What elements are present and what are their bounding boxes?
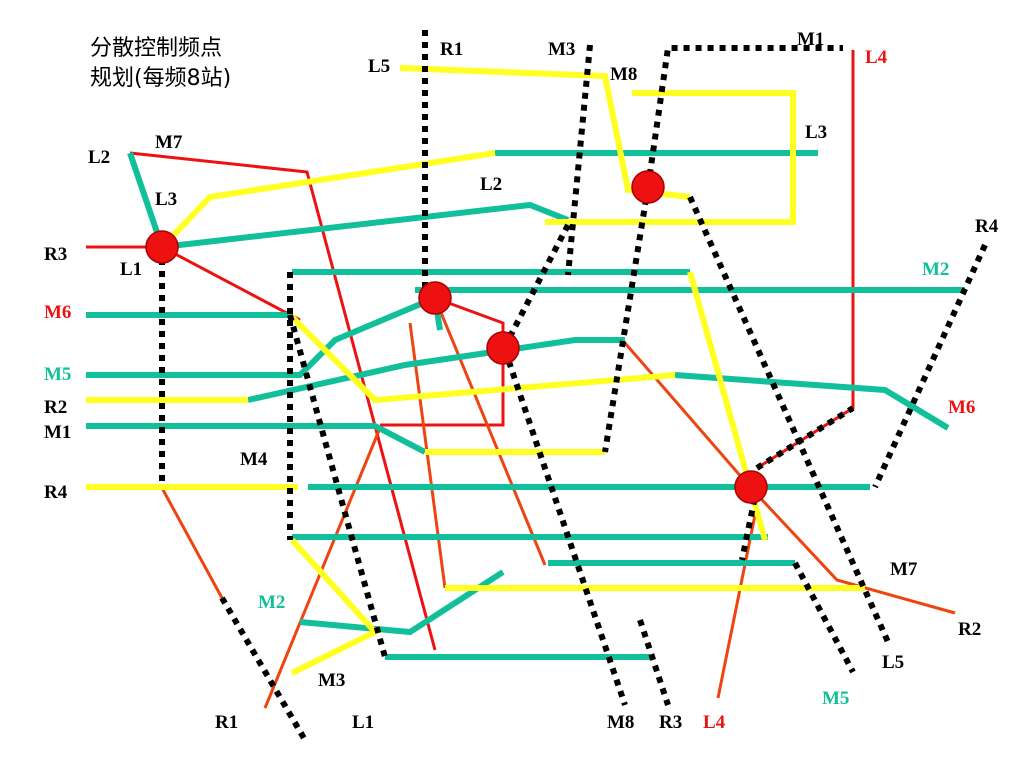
black-route-line-41 <box>565 44 593 276</box>
orange-route-line-7 <box>263 427 382 709</box>
route-label-r3-32: R3 <box>659 712 682 733</box>
yellow-route-line-29 <box>159 150 496 250</box>
route-label-m1-20: M1 <box>44 422 71 443</box>
title-line-2: 规划(每频8站) <box>90 66 232 91</box>
title-line-1: 分散控制频点 <box>90 36 223 61</box>
route-label-m1-3: M1 <box>797 29 824 50</box>
green-route-line-25 <box>299 569 505 636</box>
route-lines <box>86 30 988 742</box>
orange-route-line-6 <box>160 487 224 599</box>
orange-route-line-9 <box>433 297 547 566</box>
green-route-line-21 <box>674 372 950 431</box>
route-label-l3-7: L3 <box>805 122 827 143</box>
route-label-r2-18: R2 <box>44 397 67 418</box>
route-label-l1-30: L1 <box>352 712 374 733</box>
station-2-node <box>418 281 452 315</box>
green-route-line-18 <box>86 293 443 378</box>
route-label-r4-22: R4 <box>44 482 68 503</box>
route-label-m3-27: M3 <box>318 670 345 691</box>
station-3-node <box>486 331 520 365</box>
orange-route-line-10 <box>623 342 956 615</box>
route-label-m4-21: M4 <box>240 449 268 470</box>
route-label-r1-1: R1 <box>440 39 463 60</box>
black-route-line-45 <box>687 195 891 644</box>
route-label-r2-25: R2 <box>958 619 981 640</box>
route-label-r3-13: R3 <box>44 244 67 265</box>
red-route-line-3 <box>161 245 301 322</box>
route-label-m6-16: M6 <box>44 302 71 323</box>
route-label-l2-9: L2 <box>88 147 110 168</box>
route-label-m2-15: M2 <box>922 259 949 280</box>
station-nodes <box>145 170 768 504</box>
black-route-line-52 <box>219 596 308 742</box>
yellow-route-line-31 <box>287 312 676 404</box>
route-label-m8-31: M8 <box>607 712 634 733</box>
route-label-m8-6: M8 <box>610 64 637 85</box>
route-label-m7-8: M7 <box>155 132 183 153</box>
red-route-line-2 <box>129 151 437 651</box>
black-route-line-44 <box>645 45 843 188</box>
yellow-route-line-28 <box>545 90 796 225</box>
black-route-line-49 <box>792 561 856 674</box>
route-label-l1-14: L1 <box>120 259 142 280</box>
green-route-line-13 <box>161 201 570 250</box>
route-label-l2-11: L2 <box>480 174 502 195</box>
black-route-line-47 <box>502 349 628 706</box>
route-label-l3-10: L3 <box>155 189 177 210</box>
route-label-r4-12: R4 <box>975 216 999 237</box>
route-label-m5-17: M5 <box>44 364 71 385</box>
route-label-l5-26: L5 <box>882 652 904 673</box>
route-label-l4-4: L4 <box>865 47 888 68</box>
black-route-line-50 <box>872 243 988 489</box>
route-label-m2-24: M2 <box>258 592 285 613</box>
yellow-route-line-35 <box>289 537 380 676</box>
diagram-title: 分散控制频点 规划(每频8站) <box>90 34 231 94</box>
station-1-node <box>145 230 179 264</box>
station-5-node <box>734 470 768 504</box>
route-label-m3-2: M3 <box>548 39 575 60</box>
route-label-l4-33: L4 <box>703 712 726 733</box>
red-route-line-4 <box>380 296 505 427</box>
green-route-line-20 <box>86 423 427 455</box>
route-label-l5-5: L5 <box>368 56 390 77</box>
route-label-r1-29: R1 <box>215 712 238 733</box>
black-route-line-43 <box>602 186 651 453</box>
route-label-m5-28: M5 <box>822 688 849 709</box>
station-4-node <box>631 170 665 204</box>
orange-route-line-11 <box>716 504 759 699</box>
black-route-line-48 <box>637 619 671 706</box>
red-route-line-5 <box>756 50 855 470</box>
orange-route-line-8 <box>408 322 447 589</box>
route-label-m7-23: M7 <box>890 559 918 580</box>
route-label-m6-19: M6 <box>948 397 975 418</box>
